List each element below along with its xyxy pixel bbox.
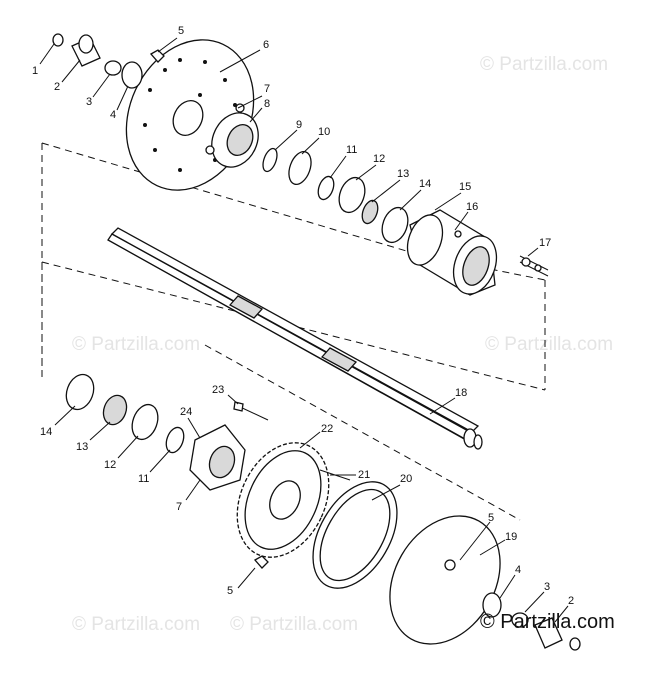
bearing-stack-upper [262,147,409,244]
part-label: 5 [178,25,184,37]
part-label: 12 [104,459,116,471]
part-label: 11 [138,473,149,485]
brand-watermark: © Partzilla.com [480,611,615,633]
seal [288,151,312,185]
snap-ring [569,637,581,651]
hub-lower [189,401,269,491]
small-parts-lower [253,555,581,651]
seal [131,403,159,441]
axle-shaft [107,227,483,450]
watermark: © Partzilla.com [72,334,200,355]
nut [149,49,165,63]
part-label: 21 [358,469,370,481]
o-ring [482,592,502,618]
nut [253,555,269,569]
part-label: 2 [54,81,60,93]
part-label: 13 [76,441,88,453]
part-label: 23 [212,384,224,396]
spline [320,347,358,372]
part-label: 13 [397,168,409,180]
chain-guard [312,469,398,589]
hub-upper [205,103,259,168]
part-label: 14 [40,426,52,438]
part-label: 17 [539,237,551,249]
part-label: 8 [264,98,270,110]
watermark: © Partzilla.com [480,54,608,75]
part-label: 14 [419,178,431,190]
bearing-race [381,206,409,244]
part-label: 4 [515,564,521,576]
o-ring [165,426,185,454]
watermark-layer: © Partzilla.com © Partzilla.com © Partzi… [72,54,613,635]
leader-lines [39,37,569,623]
part-label: 9 [296,119,302,131]
boundary-line [41,142,421,256]
part-label: 16 [466,201,478,213]
part-label: 10 [318,126,330,138]
o-ring [121,61,143,89]
part-label: 24 [180,406,192,418]
part-label: 19 [505,531,517,543]
part-label: 7 [176,501,182,513]
watermark: © Partzilla.com [485,334,613,355]
boundary-line [41,261,546,391]
o-ring [317,175,335,201]
part-label: 2 [568,595,574,607]
brake-disc-upper [125,39,255,191]
part-label: 1 [32,65,38,77]
part-label: 22 [321,423,333,435]
part-label: 18 [455,387,467,399]
bearing [102,394,128,426]
assembly-boundary [41,142,546,521]
part-labels: 1 2 3 4 5 6 7 8 9 10 11 12 13 14 15 16 1… [32,25,574,607]
part-label: 5 [488,512,494,524]
bolt-set [519,255,549,277]
part-label: 12 [373,153,385,165]
watermark: © Partzilla.com [72,614,200,635]
part-label: 3 [86,96,92,108]
small-parts-upper [52,33,165,89]
sprocket [236,442,330,558]
spacer-sleeve [534,617,563,649]
part-label: 15 [459,181,471,193]
circlip [262,147,278,173]
watermark: © Partzilla.com [230,614,358,635]
bearing-carrier [406,209,498,296]
part-label: 3 [544,581,550,593]
part-label: 11 [346,144,357,156]
nut [104,60,122,76]
spline [228,295,264,319]
part-label: 6 [263,39,269,51]
nut [511,612,529,628]
boundary-line [204,344,521,521]
part-label: 7 [264,83,270,95]
snap-ring [52,33,64,47]
part-label: 20 [400,473,412,485]
part-label: 5 [227,585,233,597]
bearing-race [65,373,95,411]
part-label: 4 [110,109,116,121]
bearing-stack-lower [65,373,185,454]
